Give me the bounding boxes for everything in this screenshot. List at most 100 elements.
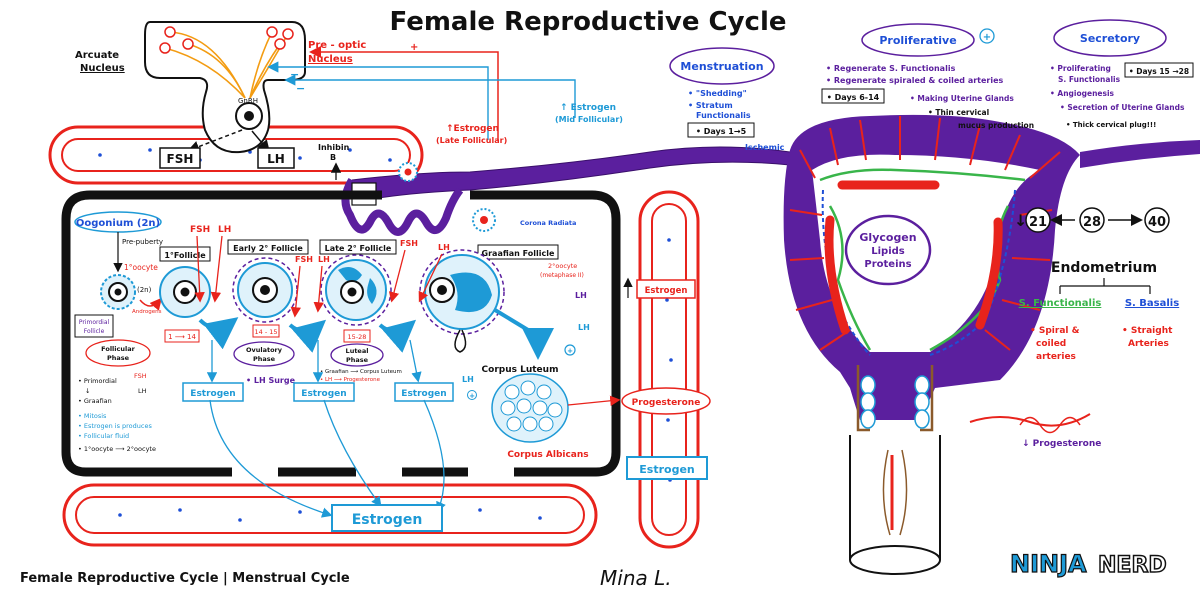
primary-follicle: 1°Follicle 1 ⟶ 14 FSH LH bbox=[159, 225, 231, 343]
graafian-label: Graafian Follicle bbox=[482, 249, 555, 258]
negative-feedback-sign-2: − bbox=[296, 82, 305, 95]
estrogen-late-label: ↑Estrogen bbox=[446, 124, 499, 134]
androgens-label: Androgens bbox=[132, 309, 162, 315]
primary-oocyte-label: 1°oocyte bbox=[124, 263, 158, 272]
lh-label: LH bbox=[267, 152, 285, 166]
inhibin-b-label: B bbox=[330, 153, 336, 162]
functionalis-desc-3: arteries bbox=[1036, 352, 1076, 362]
late-secondary-follicle: Late 2° Follicle 15-28 Luteal Phase • Gr… bbox=[319, 239, 450, 383]
arcuate-label-1: Arcuate bbox=[75, 50, 119, 61]
fsh-label-1: FSH bbox=[190, 225, 210, 235]
progesterone-label: Progesterone bbox=[632, 398, 701, 408]
secretory-item-3: • Angiogenesis bbox=[1050, 89, 1115, 98]
lh-label-1: LH bbox=[218, 225, 231, 235]
secretory-item-2: S. Functionalis bbox=[1058, 75, 1121, 84]
follicle-progression-arrows bbox=[198, 308, 554, 360]
functionalis-desc-1: • Spiral & bbox=[1030, 326, 1080, 336]
menstruation-phase: Menstruation • "Shedding" • Stratum Func… bbox=[669, 47, 785, 152]
proliferative-title: Proliferative bbox=[879, 34, 956, 47]
estrogen-mid-label: ↑ Estrogen bbox=[560, 103, 616, 113]
menstruation-item-1: • "Shedding" bbox=[688, 89, 747, 98]
oogonium-label: Oogonium (2n) bbox=[76, 218, 160, 229]
note-estrogen: • Estrogen is produces bbox=[78, 422, 152, 430]
two-n-label: (2n) bbox=[137, 286, 152, 294]
menstruation-item-2: • Stratum bbox=[688, 101, 733, 110]
secretory-days: • Days 15 →28 bbox=[1129, 67, 1189, 76]
ninja-nerd-logo: NINJA NERD bbox=[1009, 549, 1167, 578]
note-graafian: • Graafian bbox=[78, 397, 112, 405]
corpus-luteum-label: Corpus Luteum bbox=[482, 365, 559, 375]
graafian-follicle: Graafian Follicle Corona Radiata 2°oocyt… bbox=[419, 219, 590, 356]
ischemic-label: Ischemic bbox=[745, 143, 785, 152]
cycle-min: 21 bbox=[1029, 215, 1047, 230]
functionalis-desc-2: coiled bbox=[1036, 339, 1066, 349]
late-follicle-label: Late 2° Follicle bbox=[325, 244, 392, 253]
footer-title: Female Reproductive Cycle | Menstrual Cy… bbox=[20, 571, 350, 586]
luteal-note-2: • LH ⟶ Progesterone bbox=[320, 377, 381, 383]
note-fsh: FSH bbox=[134, 372, 147, 380]
follicular-phase-notes: Follicular Phase • Primordial ↓ • Graafi… bbox=[78, 339, 156, 453]
proliferative-days: • Days 6-14 bbox=[827, 93, 880, 102]
proliferative-plus: + bbox=[983, 32, 991, 43]
note-fluid: • Follicular fluid bbox=[78, 432, 129, 440]
menstruation-item-3: Functionalis bbox=[696, 111, 751, 120]
secretory-title: Secretory bbox=[1080, 32, 1140, 45]
fsh-box bbox=[159, 147, 201, 169]
lh-positive-sign-2: + bbox=[469, 392, 475, 400]
ovulatory-label-2: Phase bbox=[253, 355, 276, 363]
lh-positive-sign: + bbox=[567, 347, 573, 355]
secondary-oocyte-label-1: 2°oocyte bbox=[548, 262, 577, 270]
glycogen-label: Glycogen bbox=[859, 231, 916, 244]
secretory-phase: Secretory • Proliferating S. Functionali… bbox=[1050, 19, 1194, 129]
gnrh-label: GnRH bbox=[238, 97, 258, 105]
corpus-albicans-label: Corpus Albicans bbox=[507, 450, 588, 460]
proliferative-extra-2: • Thin cervical bbox=[928, 108, 989, 117]
corona-label: Corona Radiata bbox=[520, 219, 576, 227]
luteal-note-1: • Graafian ⟶ Corpus Luteum bbox=[320, 369, 402, 375]
svg-text:↓: ↓ bbox=[1014, 211, 1027, 230]
basalis-desc-1: • Straight bbox=[1122, 326, 1173, 336]
arcuate-label-2: Nucleus bbox=[80, 63, 125, 74]
menstruation-title: Menstruation bbox=[680, 60, 763, 73]
endometrium-legend: Endometrium S. Functionalis S. Basalis •… bbox=[1019, 260, 1180, 362]
estrogen-label-1: Estrogen bbox=[190, 389, 235, 399]
luteal-label-2: Phase bbox=[346, 356, 369, 364]
corpus-luteum: Corpus Luteum LH + Corpus Albicans Proge… bbox=[462, 365, 711, 460]
primary-follicle-label: 1°Follicle bbox=[164, 251, 206, 260]
days-15-28-label: 15-28 bbox=[348, 333, 367, 341]
secretory-item-4: • Secretion of Uterine Glands bbox=[1060, 103, 1185, 112]
lh-label-5: LH bbox=[578, 323, 590, 332]
estrogen-late-sub-label: (Late Follicular) bbox=[436, 136, 507, 145]
hypothalamus: GnRH Arcuate Nucleus Pre - optic Nucleus… bbox=[75, 21, 623, 180]
lh-surge-label: • LH Surge bbox=[246, 376, 296, 385]
follicular-phase-label-1: Follicular bbox=[101, 345, 135, 353]
luteal-label-1: Luteal bbox=[346, 347, 369, 355]
cycle-max: 40 bbox=[1148, 215, 1166, 230]
note-oocyte: • 1°oocyte ⟶ 2°oocyte bbox=[78, 445, 156, 453]
lh-label-3: LH bbox=[438, 243, 450, 252]
preoptic-label-1: Pre - optic bbox=[308, 40, 366, 51]
proliferative-extra-3: mucus production bbox=[958, 121, 1034, 130]
note-mitosis: • Mitosis bbox=[78, 412, 107, 420]
basalis-desc-2: Arteries bbox=[1128, 339, 1169, 349]
negative-feedback-sign-1: − bbox=[290, 68, 299, 81]
early-follicle-label: Early 2° Follicle bbox=[233, 244, 303, 253]
days-1-14-label: 1 ⟶ 14 bbox=[168, 333, 196, 341]
signature: Mina L. bbox=[600, 566, 672, 590]
cycle-avg: 28 bbox=[1083, 215, 1101, 230]
secretory-item-5: • Thick cervical plug!!! bbox=[1066, 121, 1156, 129]
estrogen-label-3: Estrogen bbox=[401, 389, 446, 399]
note-primordial: • Primordial bbox=[78, 377, 117, 385]
estrogen-vessel-label: Estrogen bbox=[645, 286, 688, 296]
note-arrow: ↓ bbox=[85, 387, 90, 395]
proteins-label: Proteins bbox=[864, 259, 911, 270]
logo-nerd: NERD bbox=[1098, 553, 1167, 578]
pre-puberty-label: Pre-puberty bbox=[122, 238, 163, 246]
days-14-15-label: 14 - 15 bbox=[254, 328, 277, 336]
menstruation-days: • Days 1→5 bbox=[696, 127, 747, 136]
secondary-oocyte-label-2: (metaphase II) bbox=[540, 272, 584, 279]
estrogen-big-label: Estrogen bbox=[352, 512, 423, 528]
fsh-label-2: FSH bbox=[295, 255, 313, 264]
